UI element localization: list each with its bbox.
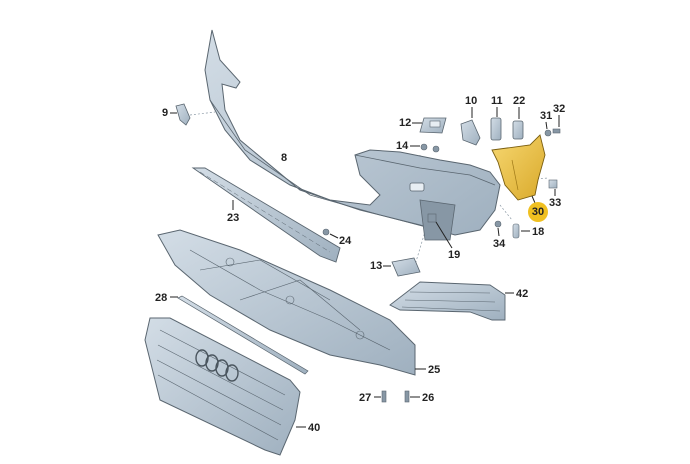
part-30-guide-bracket[interactable]	[491, 134, 546, 204]
part-27-screw[interactable]	[374, 390, 387, 403]
part-23-lower-grille-strip[interactable]	[191, 167, 341, 263]
part-25-underbody-panel[interactable]	[157, 229, 426, 376]
part-26-screw[interactable]	[404, 390, 420, 403]
label-part-12: 12	[399, 117, 412, 129]
part-31-nut[interactable]	[544, 121, 552, 137]
label-part-32: 32	[553, 103, 566, 115]
label-part-14: 14	[396, 140, 409, 152]
label-part-23: 23	[227, 212, 240, 224]
label-part-9: 9	[162, 107, 169, 119]
part-19-small-cover[interactable]	[427, 213, 453, 249]
label-part-34: 34	[493, 238, 506, 250]
part-33-clip[interactable]	[548, 179, 558, 196]
part-24-screw[interactable]	[322, 228, 339, 239]
part-42-side-grille[interactable]	[389, 281, 514, 321]
label-part-22: 22	[513, 95, 526, 107]
label-part-30-highlighted: 30	[528, 202, 548, 222]
part-10-mount-bracket[interactable]	[460, 107, 481, 146]
label-part-10: 10	[465, 95, 478, 107]
label-part-24: 24	[339, 235, 352, 247]
label-part-11: 11	[491, 95, 503, 107]
logo-rings-icon	[195, 349, 239, 382]
part-18-expansion-rivet[interactable]	[512, 223, 530, 239]
label-part-18: 18	[532, 226, 545, 238]
part-13-tow-hook-cap[interactable]	[383, 257, 421, 277]
label-part-40: 40	[308, 422, 321, 434]
label-part-8: 8	[281, 152, 288, 164]
part-11-clip-holder[interactable]	[490, 107, 502, 141]
part-28-trim-strip[interactable]	[170, 295, 309, 375]
label-part-27: 27	[359, 392, 372, 404]
label-part-42: 42	[516, 288, 529, 300]
label-part-28: 28	[155, 292, 168, 304]
part-14-clip[interactable]	[410, 143, 440, 153]
part-9-side-bracket[interactable]	[170, 103, 191, 126]
part-22-sensor-holder[interactable]	[512, 107, 524, 140]
part-12-tow-hook-cover-frame[interactable]	[412, 117, 447, 134]
part-40-radiator-grille[interactable]	[144, 317, 306, 456]
label-part-33: 33	[549, 197, 562, 209]
label-part-25: 25	[428, 364, 441, 376]
part-8-bumper-cover[interactable]	[204, 29, 501, 241]
label-part-26: 26	[422, 392, 435, 404]
part-32-bolt[interactable]	[552, 115, 561, 134]
label-part-13: 13	[370, 260, 383, 272]
part-34-clip[interactable]	[494, 220, 502, 237]
label-part-19: 19	[448, 249, 461, 261]
label-part-31: 31	[540, 110, 553, 122]
